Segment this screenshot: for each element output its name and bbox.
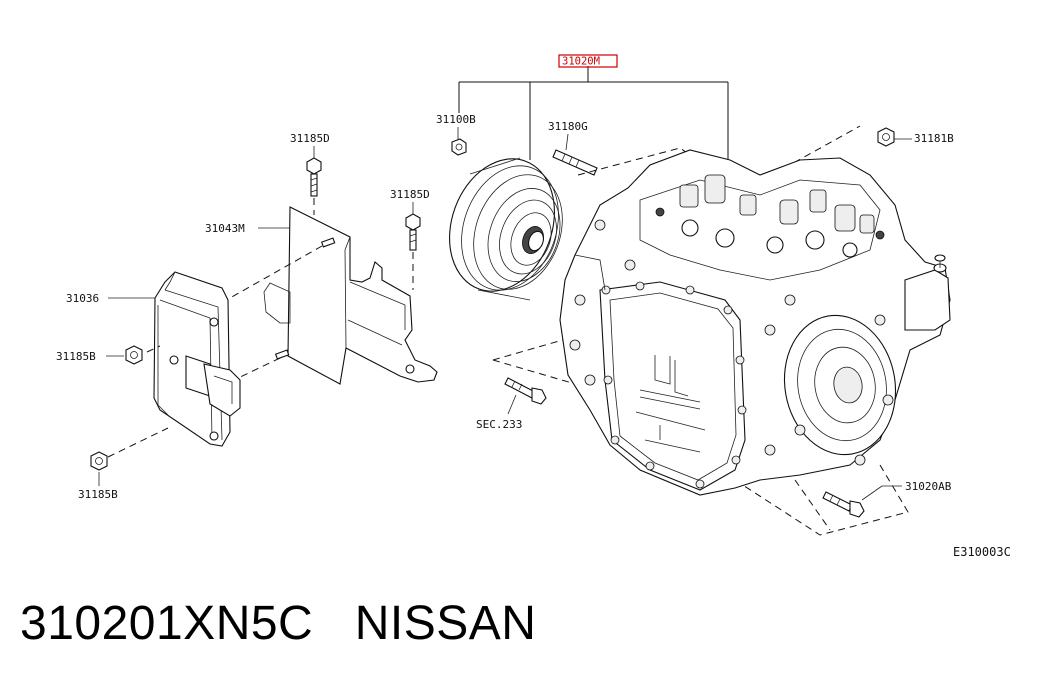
label-31185b-left: 31185B (56, 350, 96, 363)
bolt-31100b-icon (451, 138, 467, 156)
label-31185d-top: 31185D (290, 132, 330, 145)
stud-31180g-icon (552, 149, 598, 176)
caption: 310201XN5C NISSAN (20, 596, 536, 651)
label-31180g: 31180G (548, 120, 588, 133)
bolt-31185d-mid-icon (405, 213, 421, 251)
label-31185d-mid: 31185D (390, 188, 430, 201)
transmission-case[interactable] (559, 149, 951, 496)
label-31043m: 31043M (205, 222, 245, 235)
label-sec233[interactable]: SEC.233 (476, 418, 522, 431)
diagram-code: E310003C (953, 545, 1011, 559)
caption-brand: NISSAN (354, 597, 537, 650)
label-main-assembly[interactable]: 31020M (562, 56, 600, 68)
cover-bolts (601, 281, 747, 489)
label-31036: 31036 (66, 292, 99, 305)
label-31020ab: 31020AB (905, 480, 952, 493)
bolt-31185d-top-icon (306, 157, 322, 197)
assembly-leader-lines (458, 66, 729, 170)
tcm-module-31036[interactable] (153, 271, 241, 447)
main-assembly-highlight[interactable] (558, 54, 618, 68)
caption-part-number: 310201XN5C (20, 597, 314, 650)
bracket-31043m[interactable] (263, 206, 438, 385)
nut-31181b-icon (877, 127, 895, 147)
nut-31185b-left-icon (125, 345, 143, 365)
sensor-bolt-icon (504, 377, 547, 405)
torque-converter[interactable] (432, 144, 578, 306)
nut-31185b-bottom-icon (90, 451, 108, 471)
label-31181b: 31181B (914, 132, 954, 145)
label-31185b-bottom: 31185B (78, 488, 118, 501)
label-31100b: 31100B (436, 113, 476, 126)
bolt-31020ab-icon (822, 491, 865, 518)
